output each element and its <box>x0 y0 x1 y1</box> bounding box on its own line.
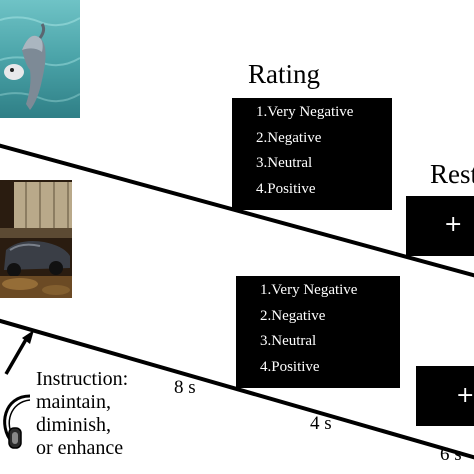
duration-label-rating: 4 s <box>310 413 332 434</box>
rating-options: 1.Very Negative 2.Negative 3.Neutral 4.P… <box>260 278 357 380</box>
rating-option: 4.Positive <box>260 358 320 375</box>
headphones-icon <box>3 330 34 449</box>
rating-options: 1.Very Negative 2.Negative 3.Neutral 4.P… <box>256 100 353 202</box>
rating-option: 4.Positive <box>256 180 316 197</box>
fixation-cross: + <box>444 212 463 237</box>
rest-screen: + <box>416 366 474 426</box>
instruction-line: maintain, <box>36 391 111 413</box>
rating-screen: 1.Very Negative 2.Negative 3.Neutral 4.P… <box>236 276 400 388</box>
rating-screen: 1.Very Negative 2.Negative 3.Neutral 4.P… <box>232 98 392 210</box>
arrow-icon <box>4 335 30 375</box>
rating-option: 2.Negative <box>256 129 322 146</box>
rating-option: 2.Negative <box>260 307 326 324</box>
rating-option: 3.Neutral <box>260 333 317 349</box>
instruction-line: Instruction: <box>36 368 129 390</box>
duration-label-instruction: 8 s <box>174 377 196 398</box>
instruction-line: diminish, <box>36 414 112 436</box>
rest-screen: + <box>406 196 474 256</box>
rating-option: 3.Neutral <box>256 155 313 171</box>
rating-option: 1.Very Negative <box>256 104 354 120</box>
instruction-line: or enhance <box>36 437 124 459</box>
rating-option: 1.Very Negative <box>260 282 358 298</box>
timeline-upper <box>0 143 474 278</box>
instruction-text: Instruction: maintain, diminish, or enha… <box>36 368 128 460</box>
duration-label-rest: 6 s <box>440 444 462 465</box>
rating-title: Rating <box>248 59 320 89</box>
fixation-cross: + <box>456 383 474 408</box>
dolphin-picture <box>0 0 80 118</box>
rest-title: Rest <box>430 159 474 189</box>
car-crash-picture <box>0 180 72 298</box>
timeline-lower <box>0 318 474 460</box>
